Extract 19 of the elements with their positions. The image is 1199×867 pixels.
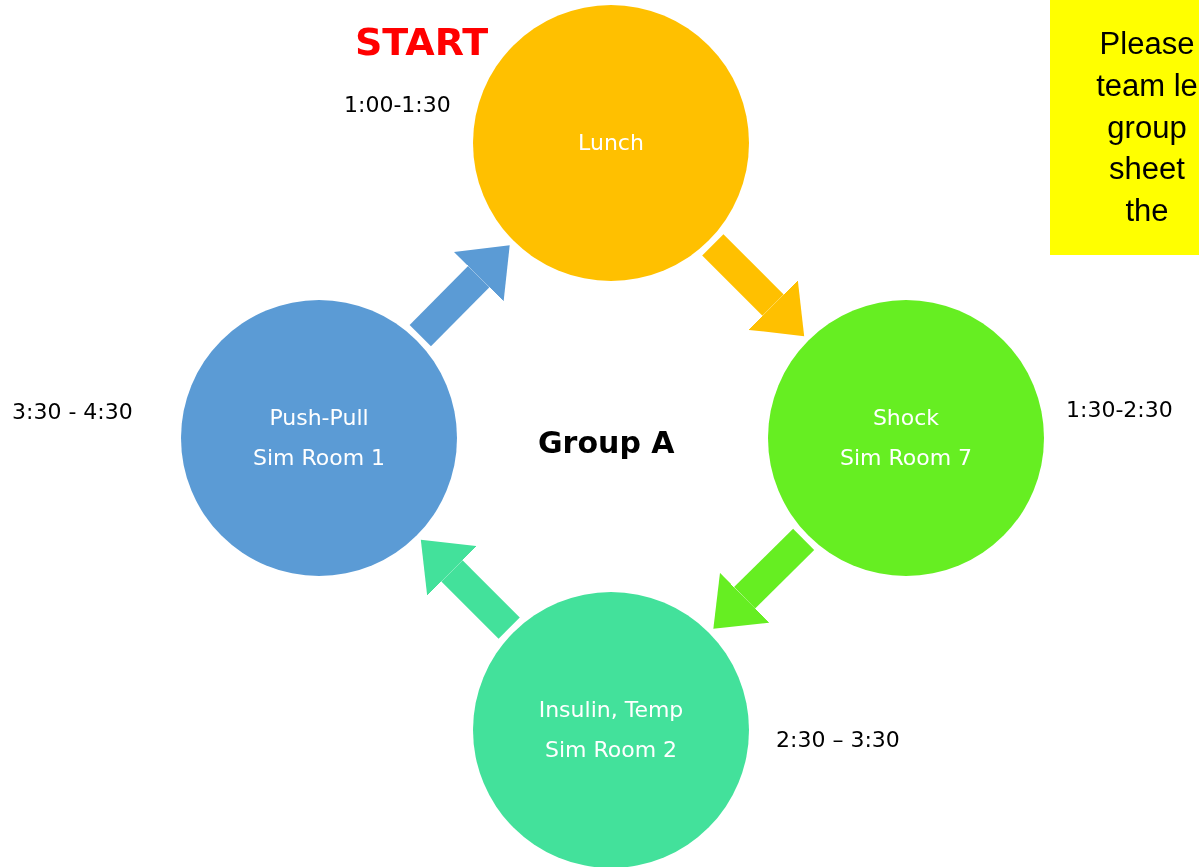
time-label: 1:30-2:30	[1066, 397, 1173, 422]
session-text: Sim Room 7	[839, 445, 973, 472]
time-label: 1:00-1:30	[344, 92, 451, 117]
session-text: Insulin, Temp	[538, 696, 684, 723]
block-arrow	[420, 539, 520, 639]
session-text: Sim Room 2	[544, 737, 678, 764]
center-title: Group A	[538, 425, 675, 460]
block-arrow	[713, 528, 815, 629]
start-label: START	[355, 20, 489, 64]
time-label: 2:30 – 3:30	[776, 727, 900, 752]
session-text: Sim Room 1	[252, 445, 386, 472]
block-arrow	[409, 245, 510, 347]
time-label: 3:30 - 4:30	[12, 399, 133, 424]
note-box	[1050, 0, 1199, 255]
note-text: Please team le group sheet the	[1095, 24, 1199, 231]
session-text: Shock	[872, 404, 940, 431]
block-arrow	[702, 234, 805, 337]
session-text: Push-Pull	[269, 404, 369, 431]
session-text: Lunch	[578, 129, 644, 157]
